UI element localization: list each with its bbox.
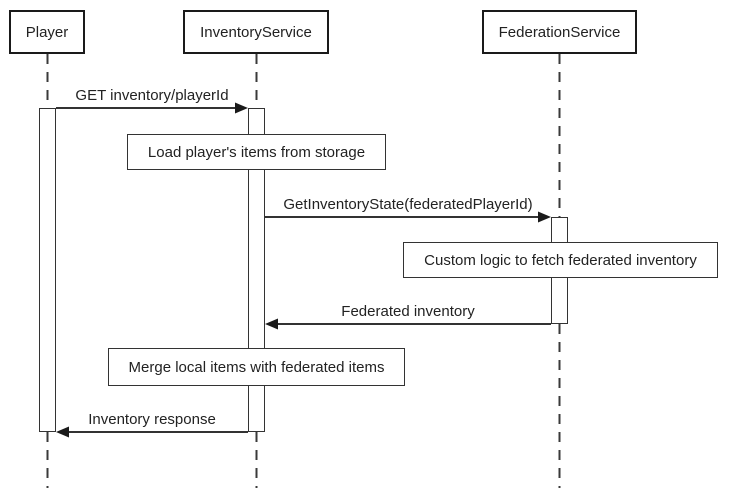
note-custom-logic-text: Custom logic to fetch federated inventor… [424, 251, 697, 269]
note-merge-items-text: Merge local items with federated items [128, 358, 385, 376]
message-4-arrowhead-icon [56, 426, 69, 438]
player-activation-bar [39, 108, 56, 432]
note-merge-items: Merge local items with federated items [108, 348, 405, 386]
participant-federationservice: FederationService [482, 10, 637, 54]
participant-inventoryservice: InventoryService [183, 10, 329, 54]
message-2-label: GetInventoryState(federatedPlayerId) [283, 196, 533, 213]
participant-player: Player [9, 10, 85, 54]
message-3-arrowhead-icon [265, 318, 278, 330]
note-custom-logic: Custom logic to fetch federated inventor… [403, 242, 718, 278]
note-load-items: Load player's items from storage [127, 134, 386, 170]
participant-inventoryservice-label: InventoryService [200, 23, 312, 41]
message-1-label: GET inventory/playerId [75, 87, 229, 104]
message-2-arrowhead-icon [538, 211, 551, 223]
note-load-items-text: Load player's items from storage [147, 143, 366, 161]
message-3-label: Federated inventory [341, 303, 475, 320]
participant-federationservice-label: FederationService [498, 23, 621, 41]
message-4-label: Inventory response [88, 411, 216, 428]
message-1-arrowhead-icon [235, 102, 248, 114]
participant-player-label: Player [25, 23, 69, 41]
